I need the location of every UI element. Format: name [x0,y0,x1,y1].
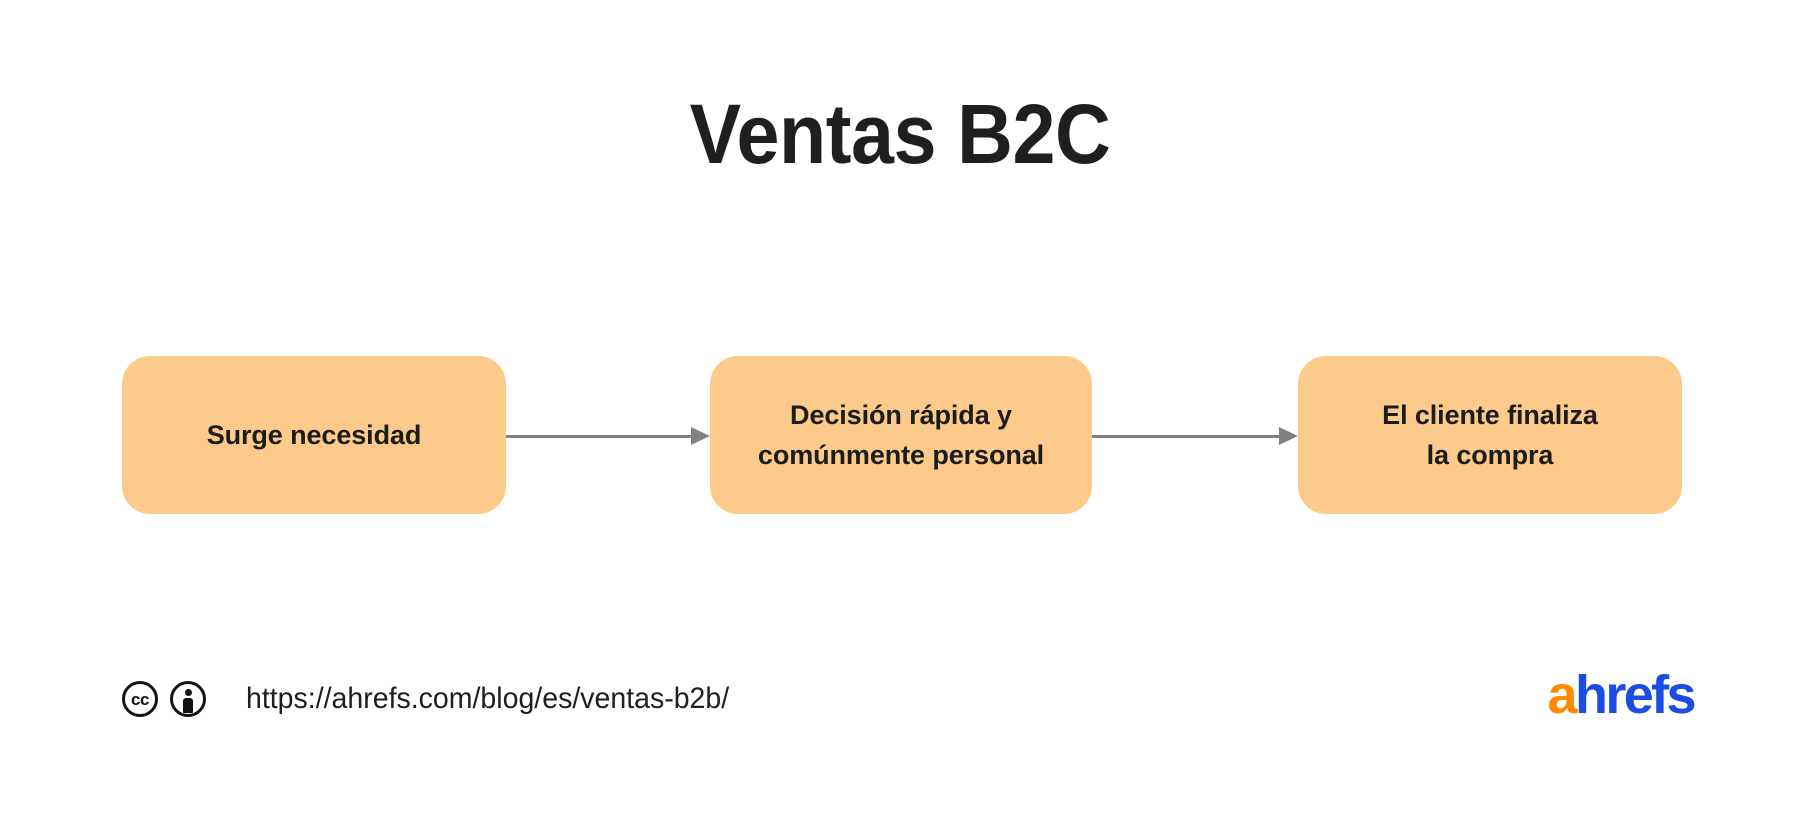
footer: cc https://ahrefs.com/blog/es/ventas-b2b… [0,668,1800,742]
flow-node-label: Decisión rápida y comúnmente personal [757,399,1045,471]
page-title: Ventas B2C [689,87,1111,181]
ahrefs-logo-rest: hrefs [1574,665,1697,725]
person-body-shape [183,698,193,713]
flow-node-surge-necesidad: Surge necesidad [122,356,506,514]
arrow-head-icon [1279,427,1298,445]
ahrefs-logo: ahrefs [1547,665,1697,725]
arrow-line [1092,435,1280,438]
flow-node-label: El cliente finaliza la compra [1382,399,1598,471]
person-head-shape [184,689,192,696]
flow-node-label: Surge necesidad [206,419,422,450]
cc-icon-label: cc [131,689,149,709]
ahrefs-logo-a: a [1547,665,1578,725]
flow-diagram: Surge necesidad Decisión rápida y comúnm… [0,356,1800,516]
source-url[interactable]: https://ahrefs.com/blog/es/ventas-b2b/ [246,682,730,715]
cc-by-icon [170,681,206,717]
cc-icon: cc [122,681,158,717]
license-block: cc https://ahrefs.com/blog/es/ventas-b2b… [122,672,755,726]
arrow-line [506,435,692,438]
flow-node-decision-rapida: Decisión rápida y comúnmente personal [710,356,1092,514]
flow-arrow-1 [506,427,710,445]
flow-arrow-2 [1092,427,1298,445]
flow-node-cliente-finaliza: El cliente finaliza la compra [1298,356,1682,514]
arrow-head-icon [691,427,710,445]
